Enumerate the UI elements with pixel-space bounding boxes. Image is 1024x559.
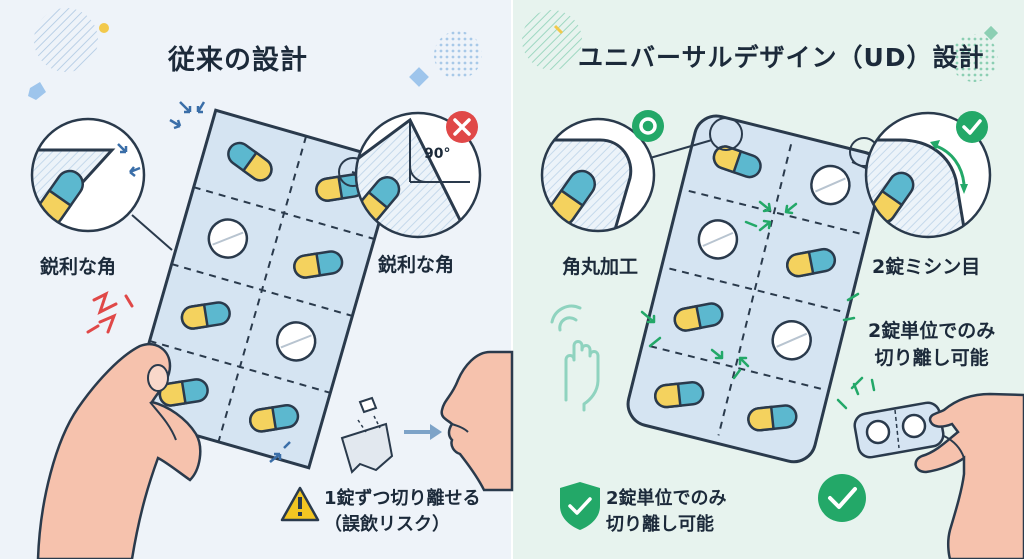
ud-benefit-line-2: 切り離し可能 [606, 514, 714, 535]
label-two-pill-perforation: 2錠ミシン目 [872, 256, 981, 278]
warning-text: 1錠ずつ切り離せる （誤飲リスク） [324, 486, 481, 538]
zoom-circle-rounded-edge [864, 111, 992, 239]
decor-hatched-circle-right [522, 10, 582, 70]
sharp-corner-arrows [169, 101, 291, 463]
face-swallowing [440, 350, 514, 492]
zoom-connector [131, 214, 173, 251]
decor-hatched-circle [34, 8, 98, 72]
blister-pack-conventional [126, 108, 399, 470]
circle-ok-icon [632, 110, 664, 142]
label-rounded-corner: 角丸加工 [562, 256, 639, 278]
pain-spark-icon [86, 291, 134, 334]
decor-dot [99, 23, 109, 33]
label-two-pill-unit-line-2: 切り離し可能 [874, 347, 989, 369]
zoom-circle-90-degree [354, 111, 482, 239]
check-icon [956, 111, 988, 143]
ud-benefit-line-1: 2錠単位でのみ [606, 488, 727, 509]
decor-dotted-circle [434, 31, 482, 79]
blister-pack-ud [626, 114, 884, 464]
two-pill-unit [853, 401, 945, 459]
decor-diamond-right [983, 25, 999, 41]
zoom-circle-rounded-corner [540, 117, 656, 233]
warning-line-1: 1錠ずつ切り離せる [324, 488, 481, 509]
ud-benefit-text: 2錠単位でのみ 切り離し可能 [606, 486, 727, 538]
title-conventional-design: 従来の設計 [168, 45, 308, 76]
angle-90-label: 90° [424, 146, 451, 162]
zoom-source-ring-right [709, 117, 743, 151]
cross-icon [446, 111, 478, 143]
hand-holding-blister [36, 343, 202, 559]
decor-hexagon [28, 82, 46, 100]
hand-holding-unit [914, 392, 1024, 559]
check-badge-icon [818, 474, 866, 522]
label-sharp-corner-right: 鋭利な角 [378, 254, 455, 276]
title-ud-design: ユニバーサルデザイン（UD）設計 [578, 43, 985, 72]
label-two-pill-unit-line-1: 2錠単位でのみ [868, 320, 996, 342]
zoom-connector-right [649, 139, 713, 159]
arrow-right-icon [404, 424, 442, 440]
decor-dotted-circle-right [950, 34, 998, 82]
hand-touch-icon [550, 304, 600, 412]
shield-check-icon [560, 482, 600, 530]
label-sharp-corner-left: 鋭利な角 [40, 256, 117, 278]
warning-line-2: （誤飲リスク） [324, 514, 450, 535]
zoom-circle-sharp-corner [30, 117, 146, 233]
decor-sparkle [553, 24, 564, 35]
single-pill-cut [340, 396, 394, 474]
decor-diamond [409, 67, 429, 87]
label-two-pill-unit: 2錠単位でのみ 切り離し可能 [868, 318, 995, 372]
panel-divider [511, 0, 513, 559]
warning-icon [280, 486, 320, 522]
unit-sparkle [836, 378, 876, 410]
